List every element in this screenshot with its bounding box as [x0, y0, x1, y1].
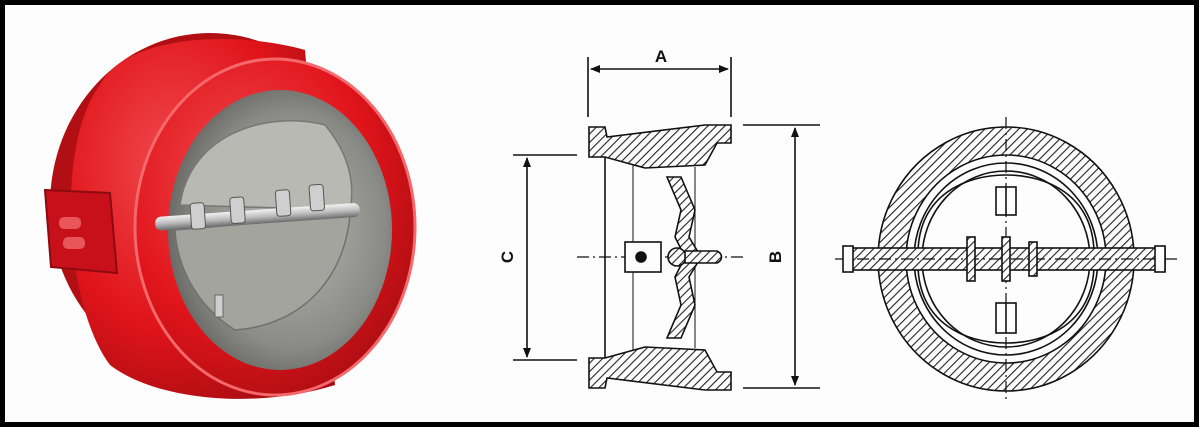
lug-bolt-2 — [63, 237, 85, 249]
hinge-knuckle-3 — [274, 189, 292, 217]
hinge-knuckle-1 — [189, 202, 206, 230]
valve-hinge-shaft — [155, 203, 360, 231]
section-stop-pin — [684, 250, 723, 264]
section-disc-profile — [665, 176, 702, 339]
front-knuckle-2 — [1001, 236, 1011, 282]
side-section-drawing: A C B — [498, 47, 820, 391]
valve-rim-highlight — [133, 57, 417, 397]
front-disc-upper — [917, 174, 1095, 252]
section-spring — [667, 247, 687, 267]
diagram-canvas: A C B — [43, 33, 1177, 401]
section-body-top-wall — [588, 124, 732, 169]
hinge-knuckle-4 — [308, 183, 325, 212]
valve-stop-pin — [214, 294, 224, 318]
front-knuckle-3 — [1028, 241, 1038, 277]
valve-photo — [43, 33, 417, 399]
front-hinge-end-right — [1154, 245, 1166, 273]
section-hinge-pin — [635, 251, 647, 263]
lug-bolt-1 — [59, 217, 81, 229]
valve-side-lug — [43, 188, 119, 275]
front-hinge-end-left — [842, 245, 854, 273]
dim-b-label: B — [766, 251, 785, 263]
dim-c-label: C — [498, 251, 517, 263]
front-body-ring — [877, 126, 1135, 392]
hinge-knuckle-2 — [229, 196, 246, 224]
figure-frame: A C B — [5, 5, 1194, 422]
dim-a-label: A — [655, 47, 667, 66]
front-section-drawing — [835, 117, 1177, 401]
front-knuckle-1 — [966, 236, 976, 282]
section-body-bottom-wall — [588, 346, 732, 391]
